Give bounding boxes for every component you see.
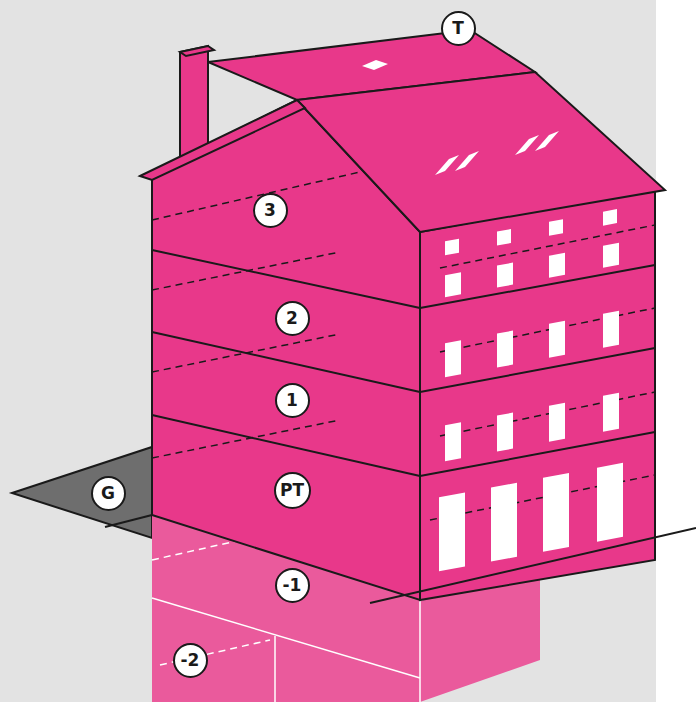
callout-number: T xyxy=(441,11,476,46)
callout-number: G xyxy=(91,476,126,511)
windows xyxy=(435,131,623,571)
callout-number: 1 xyxy=(275,383,310,418)
window xyxy=(445,422,461,461)
window xyxy=(549,321,565,358)
window xyxy=(603,209,617,226)
basement-line xyxy=(274,636,276,702)
window xyxy=(445,239,459,256)
window xyxy=(491,483,517,562)
callout-number: 2 xyxy=(275,301,310,336)
window xyxy=(439,492,465,571)
window xyxy=(497,229,511,246)
roof-window xyxy=(435,155,459,175)
basement-line xyxy=(419,600,421,702)
chimney-top xyxy=(180,46,214,56)
floor-dashes xyxy=(152,172,655,520)
window xyxy=(549,219,563,236)
window xyxy=(497,263,513,288)
callout-number: PT xyxy=(274,472,311,509)
floor-lines xyxy=(152,250,696,603)
callout-text: PT xyxy=(280,480,304,500)
window xyxy=(603,311,619,348)
callout-text: G xyxy=(101,483,115,503)
callout-number: -1 xyxy=(275,568,310,603)
ground-plane xyxy=(12,447,152,538)
roof xyxy=(297,72,665,232)
basement-line xyxy=(152,598,420,678)
window xyxy=(543,473,569,552)
window xyxy=(445,272,461,297)
callout-number: -2 xyxy=(173,643,208,678)
window xyxy=(497,331,513,368)
roof-eave xyxy=(140,100,305,180)
callout-number: 3 xyxy=(253,193,288,228)
roof-window xyxy=(455,151,479,171)
callout-text: 1 xyxy=(286,390,298,410)
window xyxy=(445,340,461,377)
window xyxy=(597,463,623,542)
window xyxy=(497,413,513,452)
roof-window xyxy=(515,135,539,155)
window xyxy=(549,403,565,442)
ground-line xyxy=(105,515,152,527)
chimney xyxy=(180,46,208,158)
window xyxy=(603,243,619,268)
window xyxy=(549,253,565,278)
callout-text: 2 xyxy=(286,308,298,328)
building-side xyxy=(420,188,655,600)
callout-text: T xyxy=(452,18,464,38)
callout-text: -1 xyxy=(283,575,302,595)
roof-window xyxy=(535,131,559,151)
callout-text: -2 xyxy=(181,650,200,670)
callout-text: 3 xyxy=(264,200,276,220)
skylight xyxy=(362,60,388,70)
window xyxy=(603,393,619,432)
